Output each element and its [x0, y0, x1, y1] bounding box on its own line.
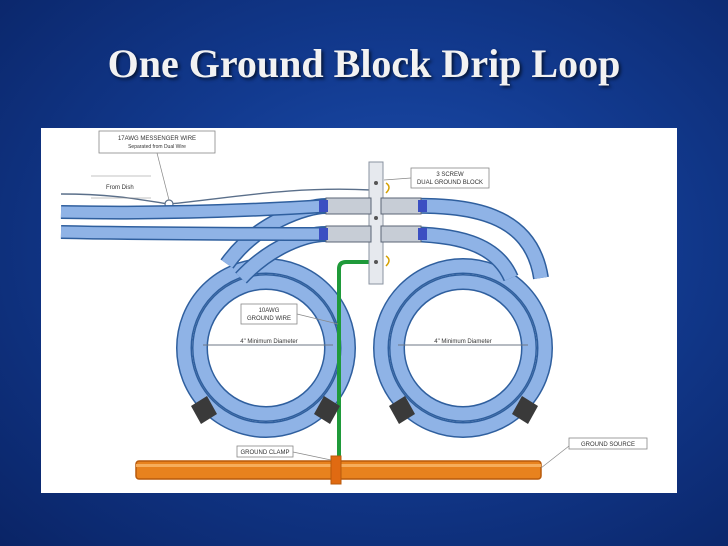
ground-wire	[337, 260, 373, 468]
ground-clamp-callout: GROUND CLAMP	[236, 445, 332, 461]
svg-text:From Dish: From Dish	[106, 185, 134, 191]
ground-block	[319, 161, 427, 285]
ground-wire-callout: 10AWG GROUND WIRE	[240, 303, 339, 325]
svg-text:10AWG: 10AWG	[259, 308, 280, 314]
diagram-canvas: 4" Minimum Diameter 4" Minimum Diameter …	[60, 130, 648, 485]
ground-pipe	[135, 455, 542, 485]
diameter-label-left: 4" Minimum Diameter	[240, 339, 297, 345]
messenger-wire-callout: 17AWG MESSENGER WIRE Separated from Dual…	[98, 130, 216, 201]
cable-clips	[191, 396, 538, 424]
svg-text:GROUND CLAMP: GROUND CLAMP	[240, 450, 289, 456]
svg-text:3 SCREW: 3 SCREW	[436, 172, 464, 178]
slide-title: One Ground Block Drip Loop	[107, 41, 621, 86]
cables-from-dish	[60, 199, 327, 241]
drip-loop-diagram: 4" Minimum Diameter 4" Minimum Diameter …	[41, 128, 677, 493]
svg-text:DUAL GROUND BLOCK: DUAL GROUND BLOCK	[417, 180, 483, 186]
svg-text:GROUND WIRE: GROUND WIRE	[247, 316, 291, 322]
messenger-wire	[60, 188, 372, 205]
ground-source-callout: GROUND SOURCE	[540, 437, 648, 469]
svg-text:Separated from Dual Wire: Separated from Dual Wire	[128, 144, 186, 150]
svg-text:17AWG MESSENGER WIRE: 17AWG MESSENGER WIRE	[118, 136, 196, 142]
diameter-label-right: 4" Minimum Diameter	[434, 339, 491, 345]
svg-text:GROUND SOURCE: GROUND SOURCE	[581, 442, 635, 448]
from-dish-callout: From Dish	[91, 175, 151, 199]
ground-block-callout: 3 SCREW DUAL GROUND BLOCK	[383, 167, 490, 189]
